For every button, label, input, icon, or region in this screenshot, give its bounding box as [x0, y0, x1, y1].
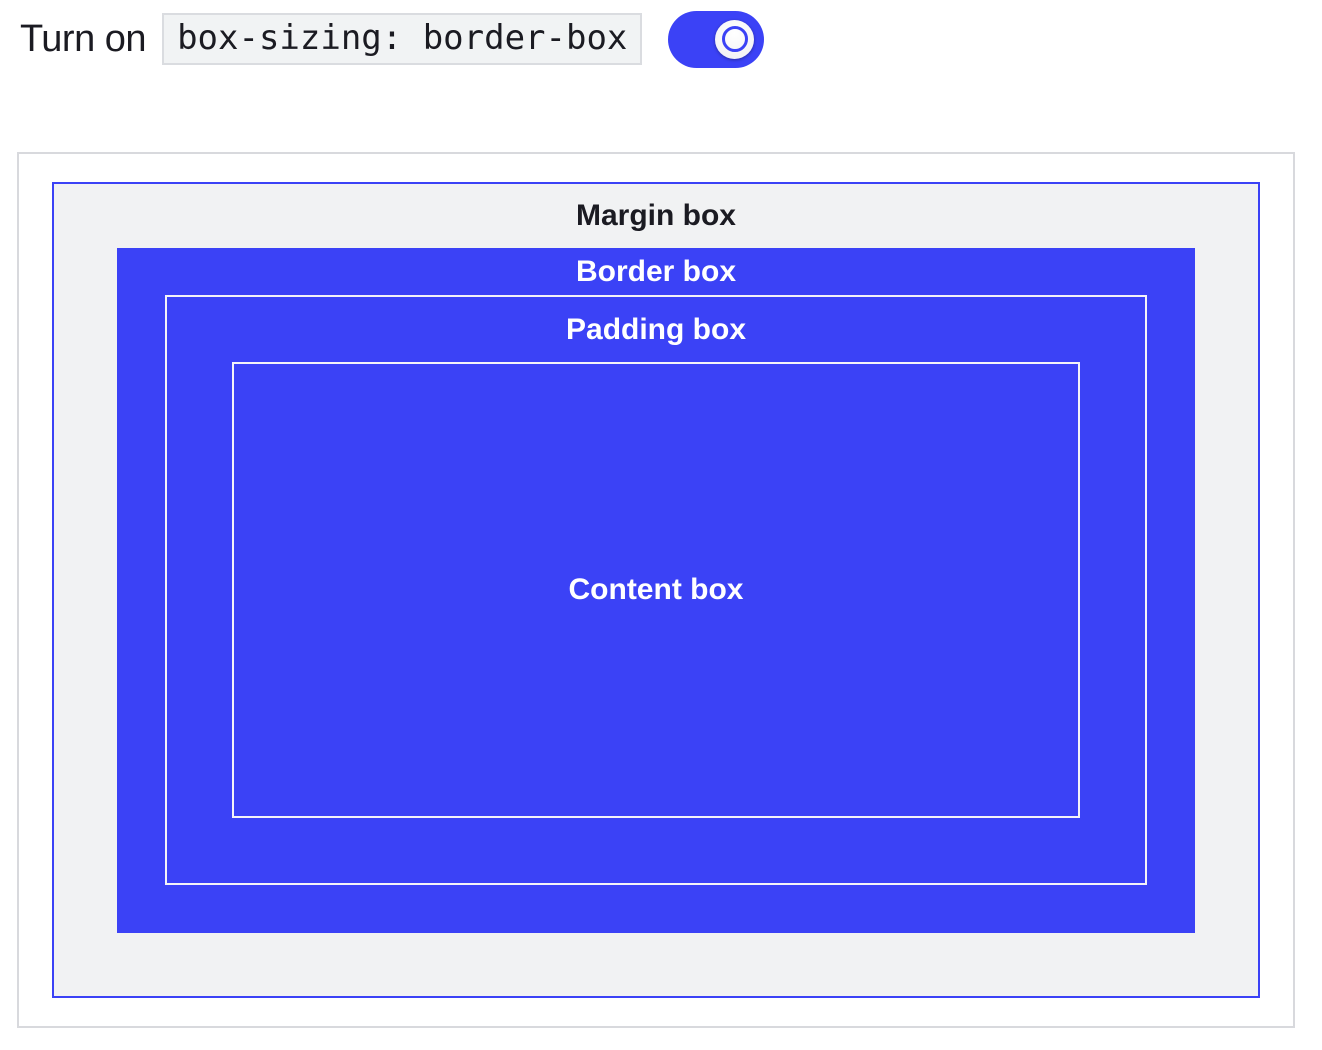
toggle-knob — [715, 19, 755, 59]
content-box: Content box — [232, 362, 1080, 818]
margin-box-label-band: Margin box — [54, 184, 1258, 248]
margin-box: Margin box Border box Padding box Conten… — [52, 182, 1260, 998]
header: Turn on box-sizing: border-box — [20, 10, 1322, 68]
border-box-label-band: Border box — [117, 248, 1195, 295]
box-sizing-toggle[interactable] — [668, 10, 765, 68]
padding-box-label-band: Padding box — [167, 297, 1145, 362]
border-box-label: Border box — [575, 254, 737, 288]
padding-box-label: Padding box — [566, 312, 746, 346]
border-box: Border box Padding box Content box — [117, 248, 1195, 933]
margin-box-label: Margin box — [575, 199, 736, 232]
box-sizing-code-snippet: box-sizing: border-box — [162, 13, 643, 65]
toggle-knob-ring-icon — [721, 26, 748, 52]
turn-on-label: Turn on — [20, 17, 147, 60]
content-box-label: Content box — [568, 573, 744, 606]
padding-box: Padding box Content box — [165, 295, 1147, 885]
box-model-demo-surface: Margin box Border box Padding box Conten… — [17, 152, 1295, 1028]
